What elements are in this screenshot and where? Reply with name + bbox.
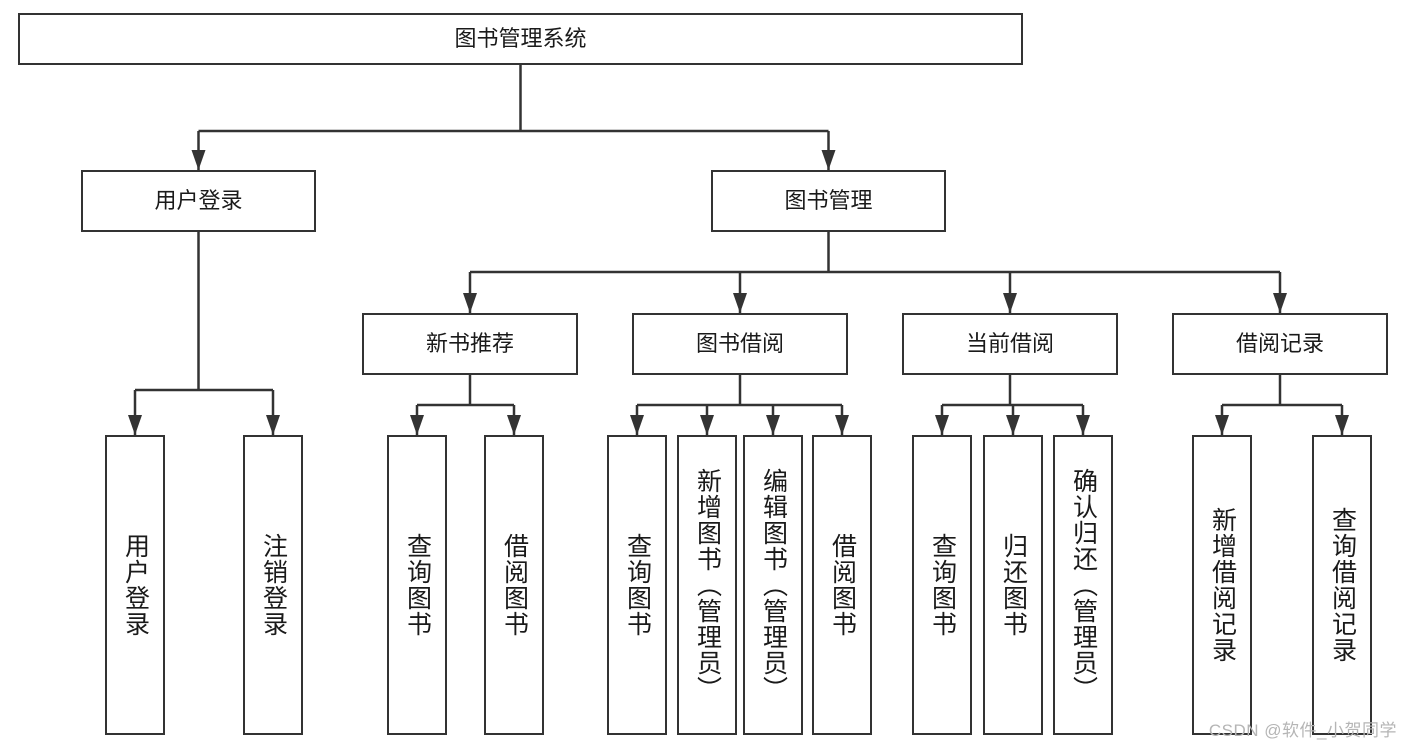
node-leaf-bw-borrow[interactable]: 借阅图书 [812, 435, 872, 735]
node-leaf-cur-query[interactable]: 查询图书 [912, 435, 972, 735]
node-leaf-rec-add[interactable]: 新增借阅记录 [1192, 435, 1252, 735]
arrowhead-leaf-user-login [128, 415, 142, 435]
node-leaf-cur-return[interactable]: 归还图书 [983, 435, 1043, 735]
arrowhead-leaf-nb-query [410, 415, 424, 435]
node-leaf-cur-confirm[interactable]: 确认归还（管理员） [1053, 435, 1113, 735]
node-label: 新增借阅记录 [1208, 507, 1237, 663]
node-label: 用户登录 [121, 533, 150, 637]
node-label: 查询图书 [928, 533, 957, 637]
node-label: 图书管理系统 [454, 26, 587, 52]
watermark-label: CSDN @软件_小贺同学 [1208, 721, 1397, 740]
arrowhead-bookmgmt [821, 150, 836, 170]
arrowhead-leaf-bw-add [700, 415, 714, 435]
node-leaf-bw-edit[interactable]: 编辑图书（管理员） [743, 435, 803, 735]
node-leaf-rec-query[interactable]: 查询借阅记录 [1312, 435, 1372, 735]
arrowhead-login [191, 150, 206, 170]
node-label: 编辑图书（管理员） [759, 468, 788, 702]
arrowhead-leaf-cur-confirm [1076, 415, 1090, 435]
node-leaf-bw-query[interactable]: 查询图书 [607, 435, 667, 735]
arrowhead-newbook [463, 293, 477, 313]
node-label: 图书管理 [784, 188, 873, 214]
node-leaf-user-logout[interactable]: 注销登录 [243, 435, 303, 735]
node-leaf-bw-add[interactable]: 新增图书（管理员） [677, 435, 737, 735]
node-root[interactable]: 图书管理系统 [18, 13, 1023, 65]
node-login[interactable]: 用户登录 [81, 170, 316, 232]
node-label: 确认归还（管理员） [1069, 468, 1098, 702]
node-leaf-user-login[interactable]: 用户登录 [105, 435, 165, 735]
node-label: 借阅图书 [828, 533, 857, 637]
node-label: 归还图书 [999, 533, 1028, 637]
node-label: 用户登录 [154, 188, 243, 214]
arrowhead-leaf-bw-edit [766, 415, 780, 435]
node-label: 注销登录 [259, 533, 288, 637]
node-label: 当前借阅 [965, 331, 1054, 357]
node-label: 查询借阅记录 [1328, 507, 1357, 663]
arrowhead-leaf-bw-borrow [835, 415, 849, 435]
arrowhead-leaf-user-logout [266, 415, 280, 435]
node-bookmgmt[interactable]: 图书管理 [711, 170, 946, 232]
arrowhead-leaf-nb-borrow [507, 415, 521, 435]
node-label: 借阅记录 [1235, 331, 1324, 357]
node-label: 新增图书（管理员） [693, 468, 722, 702]
arrowhead-records [1273, 293, 1287, 313]
node-leaf-nb-borrow[interactable]: 借阅图书 [484, 435, 544, 735]
arrowhead-leaf-rec-query [1335, 415, 1349, 435]
node-label: 查询图书 [403, 533, 432, 637]
node-newbook[interactable]: 新书推荐 [362, 313, 578, 375]
node-label: 借阅图书 [500, 533, 529, 637]
node-label: 查询图书 [623, 533, 652, 637]
arrowhead-leaf-cur-query [935, 415, 949, 435]
arrowhead-leaf-rec-add [1215, 415, 1229, 435]
arrowhead-leaf-cur-return [1006, 415, 1020, 435]
arrowhead-borrow [733, 293, 747, 313]
node-borrow[interactable]: 图书借阅 [632, 313, 848, 375]
node-label: 新书推荐 [425, 331, 514, 357]
node-label: 图书借阅 [695, 331, 784, 357]
arrowhead-current [1003, 293, 1017, 313]
node-current[interactable]: 当前借阅 [902, 313, 1118, 375]
node-records[interactable]: 借阅记录 [1172, 313, 1388, 375]
node-leaf-nb-query[interactable]: 查询图书 [387, 435, 447, 735]
arrowhead-leaf-bw-query [630, 415, 644, 435]
